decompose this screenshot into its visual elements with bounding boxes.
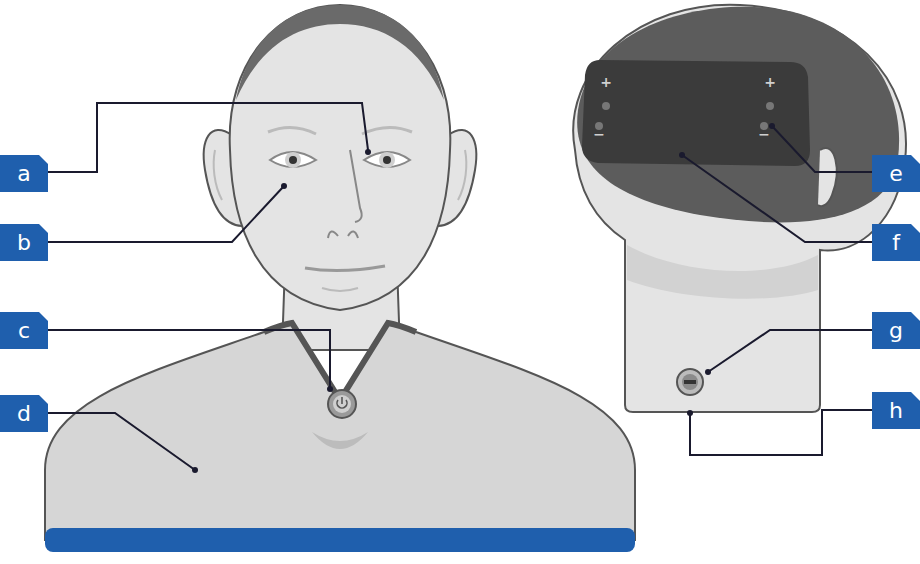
collar [264,323,416,400]
leader-line [690,410,872,455]
iris [379,152,395,168]
eyebrow [362,127,412,134]
leader-dot [281,183,287,189]
callout-letter: g [872,312,920,349]
ear-detail [458,150,466,200]
leader-dot [769,123,775,129]
callout-letter: e [872,155,920,192]
ear-detail [214,150,222,200]
iris [285,152,301,168]
back-head [573,5,906,412]
leader-line [48,103,368,172]
callout-tag: a [0,155,48,192]
chest-shadow [312,432,368,449]
tag-fill [872,392,920,429]
leader-line [708,330,872,372]
back-ear [818,148,837,206]
nose [350,150,362,222]
leader-dot [679,152,685,158]
power-icon [337,397,347,408]
callout-tag: h [872,392,920,429]
left-eye [270,152,316,167]
leader-line [682,155,872,242]
minus-icon [684,380,696,384]
callout-tag: f [872,224,920,261]
shoulders [45,323,635,540]
tag-fill [872,312,920,349]
tag-fill [872,224,920,261]
leader-dot [365,149,371,155]
pupil [289,156,297,164]
callout-tag: d [0,395,48,432]
back-cap [577,7,899,223]
mouth [305,266,385,271]
eyebrow [268,127,316,134]
indicator-light [602,102,610,110]
callout-letter: f [872,224,920,261]
tag-fill [0,155,48,192]
callout-letter: b [0,224,48,261]
tag-fill [0,224,48,261]
pupil [383,156,391,164]
callout-letter: a [0,155,48,192]
polarity-sign: − [593,127,605,141]
callout-tag: e [872,155,920,192]
tag-fill [872,155,920,192]
leader-line [48,413,195,470]
display-panel [582,60,810,166]
polarity-sign: + [764,75,776,89]
callout-letter: d [0,395,48,432]
back-button-face [682,374,698,390]
callout-letter: c [0,312,48,349]
leader-dot [192,467,198,473]
leader-dot [705,369,711,375]
right-eye [364,152,410,167]
leader-line [48,186,284,242]
power-button-face [333,395,351,413]
hair-cap [236,5,444,100]
chin [322,288,358,291]
back-button [677,369,703,395]
leader-lines [48,103,872,470]
leader-dot [687,410,693,416]
leader-line [48,330,330,388]
tag-fill [0,312,48,349]
nostrils [328,231,358,238]
polarity-sign: − [758,127,770,141]
callout-tag: g [872,312,920,349]
leader-dots [192,123,775,473]
leader-line [772,126,872,172]
neck-shadow [627,245,818,299]
callout-tag: b [0,224,48,261]
tag-fill [0,395,48,432]
callout-letter: h [872,392,920,429]
power-button [328,390,356,418]
front-head [230,5,451,310]
callout-tag: c [0,312,48,349]
polarity-sign: + [600,75,612,89]
base-band [45,528,635,552]
indicator-light [766,102,774,110]
leader-dot [327,386,333,392]
